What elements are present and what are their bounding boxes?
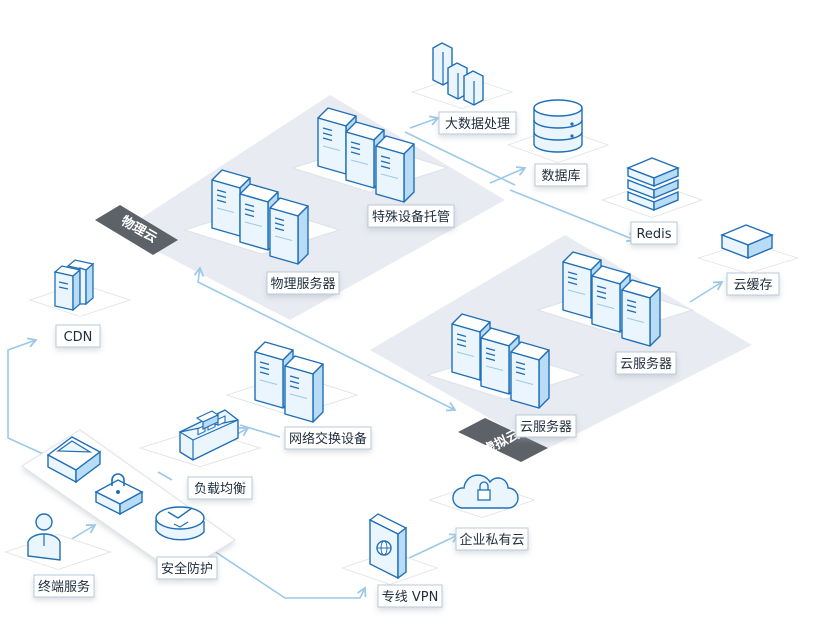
redis-icon bbox=[626, 157, 680, 212]
terminal-label: 终端服务 bbox=[38, 579, 90, 595]
physical-server-label: 物理服务器 bbox=[270, 276, 335, 292]
private-cloud-node[interactable]: 企业私有云 bbox=[428, 474, 536, 551]
link-bigdata bbox=[409, 115, 440, 129]
link-terminal bbox=[69, 524, 97, 541]
connection-lines bbox=[7, 115, 724, 599]
database-icon bbox=[533, 99, 583, 153]
cdn-icon bbox=[53, 259, 95, 312]
vpn-label: 专线 VPN bbox=[382, 590, 439, 605]
link-network-2 bbox=[239, 424, 281, 438]
security-label: 安全防护 bbox=[161, 561, 213, 577]
cloud-server-label-1: 云服务器 bbox=[620, 356, 672, 372]
physical-cloud-band: 物理云 bbox=[95, 205, 178, 255]
database-label: 数据库 bbox=[541, 168, 580, 184]
cloud-server-node-2[interactable]: 云服务器 bbox=[426, 313, 584, 438]
security-node[interactable]: 安全防护 bbox=[21, 429, 236, 580]
link-redis bbox=[509, 189, 637, 243]
cache-icon bbox=[720, 224, 774, 260]
link-db-path bbox=[404, 131, 516, 186]
cloud-cache-node[interactable]: 云缓存 bbox=[697, 224, 799, 296]
terminal-node[interactable]: 终端服务 bbox=[4, 513, 112, 598]
firewall-icon bbox=[46, 436, 102, 484]
link-physical-virtual bbox=[193, 266, 457, 412]
lb-label: 负载均衡 bbox=[194, 482, 246, 497]
network-label: 网络交换设备 bbox=[289, 431, 367, 447]
cloud-server-node-1[interactable]: 云服务器 bbox=[536, 251, 694, 375]
shield-icon bbox=[155, 506, 205, 541]
network-switch-icon bbox=[254, 341, 324, 423]
private-cloud-label: 企业私有云 bbox=[459, 532, 524, 548]
link-database bbox=[489, 166, 527, 184]
redis-node[interactable]: Redis bbox=[601, 157, 703, 245]
cdn-node[interactable]: CDN bbox=[29, 259, 131, 348]
link-cdn bbox=[7, 337, 53, 459]
cloud-lock-icon bbox=[452, 474, 519, 509]
link-lb bbox=[157, 471, 173, 481]
database-node[interactable]: 数据库 bbox=[507, 99, 609, 187]
bigdata-icon bbox=[432, 42, 484, 106]
redis-label: Redis bbox=[636, 227, 671, 242]
cdn-label: CDN bbox=[64, 330, 93, 345]
cache-label: 云缓存 bbox=[733, 278, 772, 293]
network-node[interactable]: 网络交换设备 bbox=[226, 341, 372, 450]
physical-server-node[interactable]: 物理服务器 bbox=[183, 169, 341, 295]
lock-icon bbox=[94, 473, 144, 516]
link-private-cloud bbox=[404, 533, 460, 561]
vpn-node[interactable]: 专线 VPN bbox=[342, 513, 443, 608]
user-icon bbox=[27, 513, 61, 561]
cloud-server-label-2: 云服务器 bbox=[520, 419, 572, 435]
bigdata-node[interactable]: 大数据处理 bbox=[411, 42, 517, 135]
special-hosting-node[interactable]: 特殊设备托管 bbox=[291, 107, 455, 228]
link-cache bbox=[689, 281, 724, 303]
vpn-icon bbox=[368, 513, 408, 580]
bigdata-label: 大数据处理 bbox=[445, 117, 510, 132]
link-vpn bbox=[204, 544, 367, 599]
load-balancer-icon bbox=[178, 409, 239, 461]
virtual-cloud-zone bbox=[370, 235, 752, 450]
special-hosting-label: 特殊设备托管 bbox=[372, 209, 450, 225]
load-balancer-node[interactable]: 负载均衡 bbox=[139, 409, 261, 500]
